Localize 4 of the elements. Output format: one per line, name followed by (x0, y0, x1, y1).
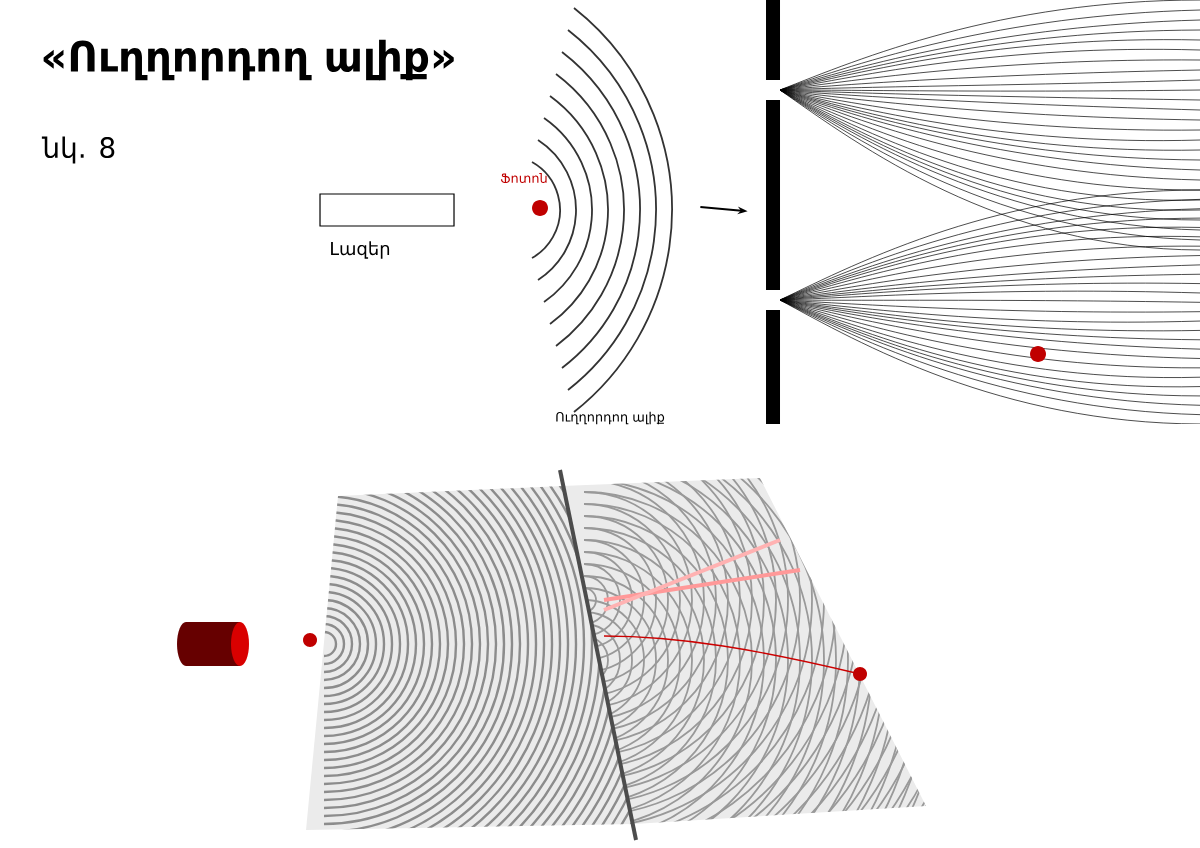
laser-label: Լազեր (331, 241, 390, 259)
double-slit-drawing (766, 0, 1200, 424)
title: «Ուղղորդող ալիք» (43, 39, 454, 81)
figure-number: նկ. 8 (41, 136, 115, 164)
